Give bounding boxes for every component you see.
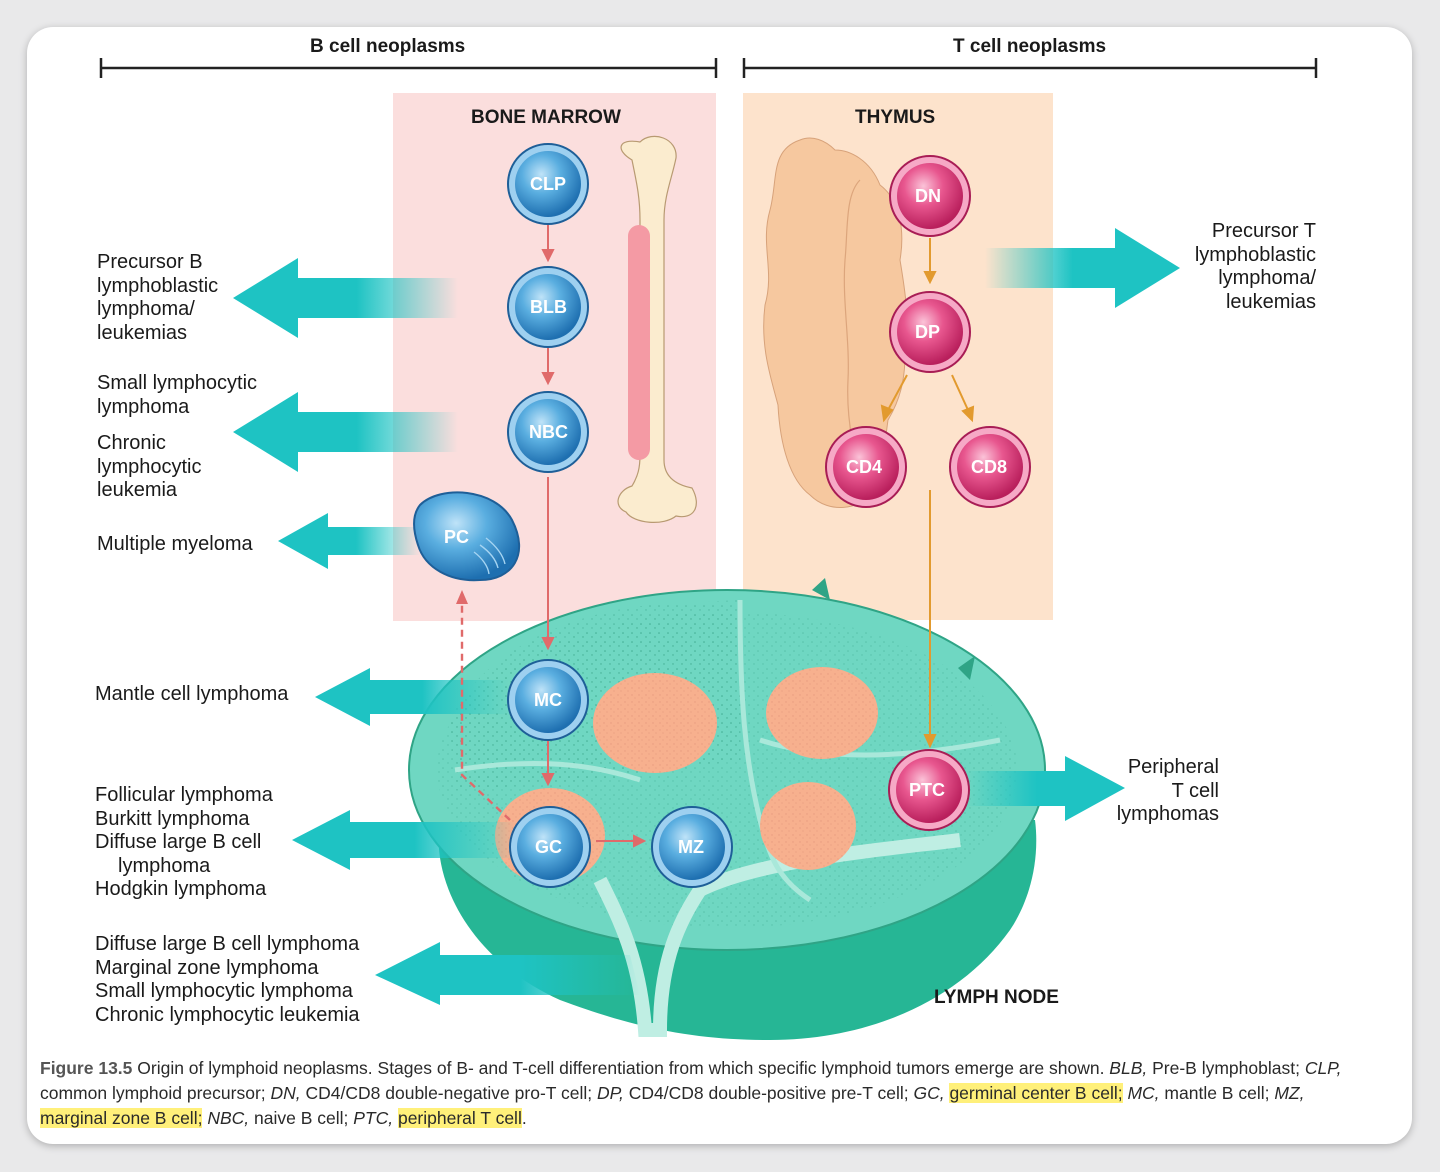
cell-label-blb: BLB — [530, 297, 567, 317]
t-differentiation-arrows — [880, 238, 975, 749]
b-differentiation-arrows — [541, 222, 647, 848]
cell-mc — [507, 659, 589, 741]
b-cell-neoplasms-header: B cell neoplasms — [310, 36, 466, 57]
cell-clp — [507, 143, 589, 225]
cell-label-nbc: NBC — [529, 422, 568, 442]
b-cell-bracket — [99, 58, 718, 78]
t-cell-bracket — [742, 58, 1318, 78]
cell-label-cd8: CD8 — [971, 457, 1008, 477]
arrow-peripheral-t — [965, 756, 1125, 821]
pc-dashed-arrowhead — [456, 590, 468, 604]
arrow-precursor-b — [233, 258, 458, 338]
cell-cd8 — [949, 426, 1031, 508]
cell-label-mc: MC — [534, 690, 562, 710]
arrow-precursor-t — [985, 228, 1180, 308]
arrow-myeloma — [278, 513, 420, 569]
cell-dp — [889, 291, 971, 373]
cell-label-pc: PC — [444, 527, 470, 547]
bone-illustration — [617, 135, 697, 523]
cell-label-mz: MZ — [678, 837, 704, 857]
plasma-cell — [413, 491, 521, 582]
lymph-node-label: LYMPH NODE — [934, 987, 1059, 1008]
bone-marrow-label: BONE MARROW — [471, 107, 621, 128]
cell-ptc — [888, 749, 970, 831]
t-cell-neoplasms-header: T cell neoplasms — [953, 36, 1107, 57]
cell-label-ptc: PTC — [909, 780, 945, 800]
label-multiple-myeloma: Multiple myeloma — [97, 533, 253, 555]
arrow-gc — [292, 810, 515, 870]
figure-caption: Figure 13.5 Origin of lymphoid neoplasms… — [40, 1058, 1342, 1128]
highlight-germinal-center: germinal center B cell; — [949, 1083, 1123, 1103]
figure-number: Figure 13.5 — [40, 1058, 133, 1078]
cell-blb — [507, 266, 589, 348]
pc-dashed-arrow — [460, 600, 511, 821]
cell-label-dn: DN — [915, 186, 941, 206]
cell-label-dp: DP — [915, 322, 941, 342]
cell-label-cd4: CD4 — [846, 457, 883, 477]
cell-label-clp: CLP — [530, 174, 566, 194]
cell-label-gc: GC — [535, 837, 562, 857]
cell-cd4 — [825, 426, 907, 508]
cell-mz — [651, 806, 733, 888]
arrow-small-lympho — [233, 392, 458, 472]
cell-dn — [889, 155, 971, 237]
highlight-marginal-zone: marginal zone B cell; — [40, 1108, 203, 1128]
highlight-peripheral-t: peripheral T cell — [397, 1108, 522, 1128]
arrow-mz — [375, 942, 640, 1005]
cell-gc — [509, 806, 591, 888]
thymus-label: THYMUS — [855, 107, 936, 128]
label-mantle-cell: Mantle cell lymphoma — [95, 683, 289, 705]
cell-nbc — [507, 391, 589, 473]
